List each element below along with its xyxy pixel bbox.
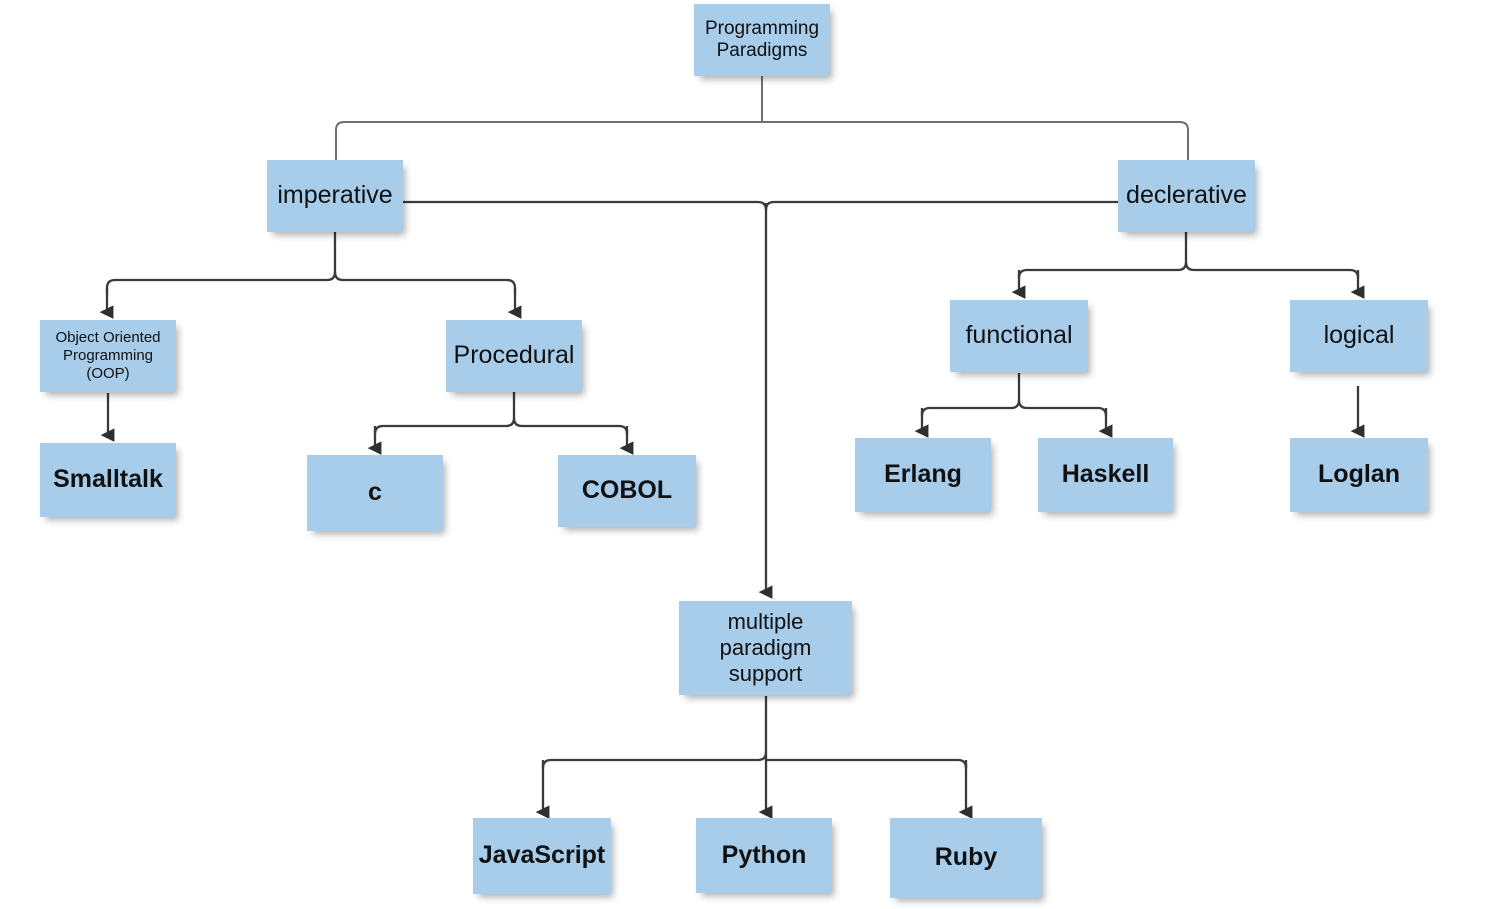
node-label: Loglan xyxy=(1318,460,1400,489)
node-javascript[interactable]: JavaScript xyxy=(473,818,611,894)
node-label: multiple paradigm support xyxy=(719,609,812,686)
node-label: Python xyxy=(721,840,807,869)
node-label: JavaScript xyxy=(478,841,606,870)
node-label: functional xyxy=(965,321,1073,350)
node-functional[interactable]: functional xyxy=(950,300,1088,372)
node-declerative[interactable]: declerative xyxy=(1118,160,1255,232)
node-label: Object Oriented Programming (OOP) xyxy=(55,329,161,382)
edge-declerative-to-logical xyxy=(1184,261,1360,280)
node-cobol[interactable]: COBOL xyxy=(558,455,696,527)
node-label: Ruby xyxy=(934,843,998,872)
edge-imperative-declerative xyxy=(403,200,1118,212)
node-erlang[interactable]: Erlang xyxy=(855,438,991,512)
edge-procedural-to-cobol xyxy=(512,417,629,436)
node-label: Smalltalk xyxy=(53,465,163,494)
node-haskell[interactable]: Haskell xyxy=(1038,438,1173,512)
node-procedural[interactable]: Procedural xyxy=(446,320,582,392)
node-label: Programming Paradigms xyxy=(704,17,820,61)
edge-root-split xyxy=(335,76,1189,160)
node-smalltalk[interactable]: Smalltalk xyxy=(40,443,176,517)
node-label: Erlang xyxy=(884,460,962,489)
edge-functional-split xyxy=(920,373,1021,418)
node-loglan[interactable]: Loglan xyxy=(1290,438,1428,512)
node-label: Haskell xyxy=(1061,460,1150,489)
node-imperative[interactable]: imperative xyxy=(267,160,403,232)
node-object-oriented-programming[interactable]: Object Oriented Programming (OOP) xyxy=(40,320,176,392)
node-multiple-paradigm-support[interactable]: multiple paradigm support xyxy=(679,601,852,695)
node-c[interactable]: c xyxy=(307,455,443,531)
node-label: imperative xyxy=(277,181,393,210)
edge-imperative-to-procedural xyxy=(333,271,517,294)
node-label: logical xyxy=(1323,321,1395,350)
edge-functional-to-haskell xyxy=(1017,399,1108,418)
edge-multiple-split-left xyxy=(541,696,768,770)
edge-multiple-split-right xyxy=(765,758,968,770)
edge-declerative-split xyxy=(1017,232,1188,280)
node-programming-paradigms[interactable]: Programming Paradigms xyxy=(694,4,830,76)
node-ruby[interactable]: Ruby xyxy=(890,818,1042,898)
edge-imperative-split xyxy=(105,232,337,294)
node-python[interactable]: Python xyxy=(696,818,832,893)
node-label: COBOL xyxy=(581,476,673,505)
edge-procedural-split xyxy=(373,392,516,436)
node-label: declerative xyxy=(1126,181,1247,210)
node-logical[interactable]: logical xyxy=(1290,300,1428,372)
node-label: Procedural xyxy=(453,341,575,370)
node-label: c xyxy=(368,478,382,507)
